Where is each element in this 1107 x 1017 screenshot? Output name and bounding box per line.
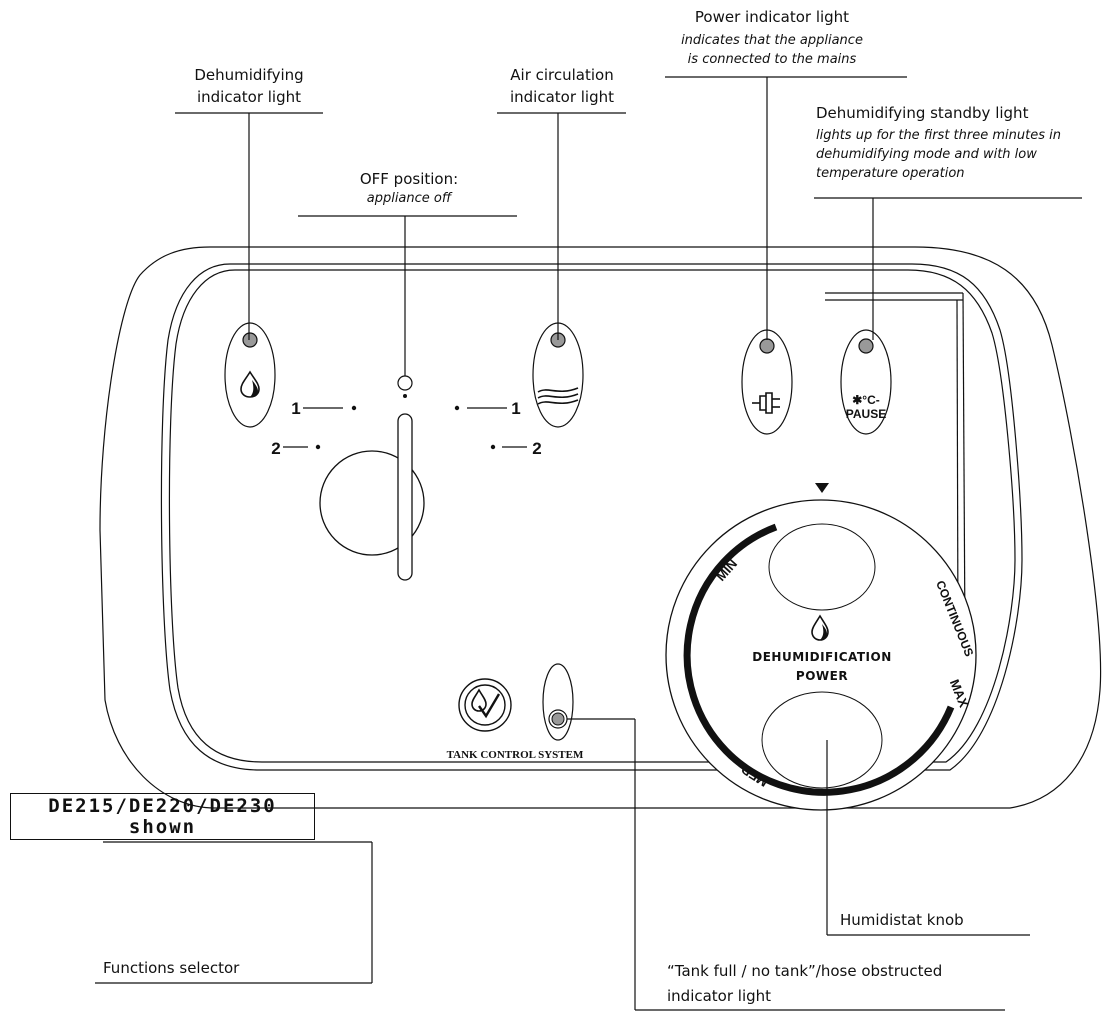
selector-position-right-1: 1 — [511, 399, 520, 418]
model-box-line1: DE215/DE220/DE230 — [48, 795, 277, 817]
humidistat-scale-arc — [683, 523, 955, 796]
power-light-note-2: is connected to the mains — [688, 52, 857, 67]
pointer-triangle-icon — [815, 483, 829, 493]
humidistat-knob-label: Humidistat knob — [840, 911, 964, 929]
tank-control-icon — [458, 678, 512, 732]
standby-light-title: Dehumidifying standby light — [816, 104, 1029, 122]
pause-label: PAUSE — [846, 407, 886, 421]
selector-dot-left-1 — [351, 405, 357, 411]
power-indicator-pod — [741, 329, 793, 435]
knob-recess-side-1 — [962, 292, 966, 641]
dehumidifying-light-label-1: Dehumidifying — [194, 66, 303, 84]
model-box-line2: shown — [128, 816, 197, 838]
standby-light-note-1: lights up for the first three minutes in — [816, 128, 1061, 143]
tank-full-light-label-1: “Tank full / no tank”/hose obstructed — [667, 962, 942, 980]
tank-full-light-label-2: indicator light — [667, 987, 771, 1005]
humidistat-label-line1: DEHUMIDIFICATION — [752, 650, 892, 664]
panel-inner-outline-2 — [168, 269, 1016, 763]
selector-dot-right-1 — [454, 405, 460, 411]
standby-indicator-pod: ✱°C- PAUSE — [840, 329, 892, 435]
power-light-title: Power indicator light — [695, 8, 849, 26]
functions-selector-label: Functions selector — [103, 959, 240, 977]
plug-icon — [752, 392, 780, 414]
model-box: DE215/DE220/DE230 shown — [10, 793, 315, 840]
panel-inner-outline — [160, 263, 1023, 771]
selector-position-left-1: 1 — [291, 399, 300, 418]
air-circulation-label-1: Air circulation — [510, 66, 613, 84]
tank-control-logo-text: TANK CONTROL SYSTEM — [447, 749, 584, 761]
power-light-note-1: indicates that the appliance — [681, 33, 863, 48]
tank-full-indicator-pod — [542, 663, 574, 741]
dehumidifying-indicator-pod — [224, 322, 276, 428]
selector-dot-top — [403, 394, 407, 398]
selector-position-right-2: 2 — [532, 439, 541, 458]
functions-selector-knob[interactable] — [319, 413, 425, 581]
selector-dot-right-2 — [490, 444, 496, 450]
snowflake-temperature-icon: ✱°C- — [852, 393, 880, 407]
air-circulation-label-2: indicator light — [510, 88, 614, 106]
standby-light-note-3: temperature operation — [816, 166, 965, 181]
humidistat-label-line2: POWER — [796, 669, 848, 683]
dehumidifying-light-label-2: indicator light — [197, 88, 301, 106]
off-position-title: OFF position: — [360, 170, 458, 188]
off-position-mark — [397, 375, 413, 391]
off-position-note: appliance off — [367, 191, 453, 206]
standby-light-note-2: dehumidifying mode and with low — [816, 147, 1037, 162]
humidistat-knob[interactable]: DEHUMIDIFICATION POWER MIN MED MAX CONTI… — [665, 499, 977, 811]
callout-lines — [95, 76, 1082, 1011]
selector-position-left-2: 2 — [271, 439, 280, 458]
air-waves-icon — [537, 387, 579, 405]
selector-dot-left-2 — [315, 444, 321, 450]
panel-outer-outline — [99, 246, 1102, 809]
